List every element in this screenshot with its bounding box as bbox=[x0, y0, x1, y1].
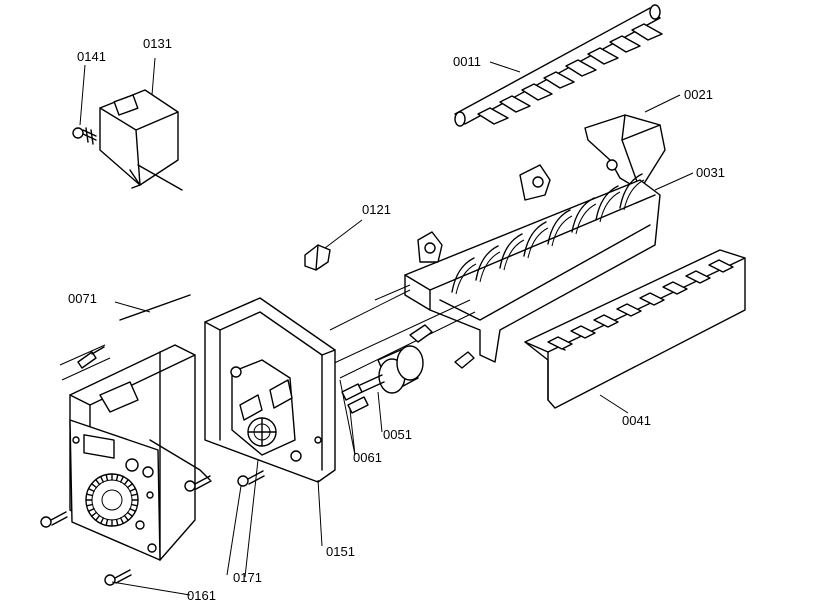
part-0041-stripper bbox=[524, 249, 746, 409]
ejector-fin bbox=[609, 35, 641, 53]
ejector-fin bbox=[499, 95, 531, 113]
ejector-fin bbox=[631, 23, 663, 41]
gear-tooth bbox=[120, 475, 124, 483]
mold-cavity-edge bbox=[551, 215, 573, 247]
mold-cavity bbox=[499, 233, 523, 269]
gear-tooth bbox=[126, 483, 133, 489]
mold-cavity-edge bbox=[479, 251, 501, 283]
ejector-fin bbox=[543, 71, 575, 89]
label-0131: 0131 bbox=[143, 36, 172, 51]
gear-tooth bbox=[130, 503, 138, 507]
mold-cavity-edge bbox=[599, 191, 621, 223]
label-0121: 0121 bbox=[362, 202, 391, 217]
assembly-axis-lines bbox=[329, 284, 476, 379]
screw-0071 bbox=[77, 346, 105, 369]
gear-tooth bbox=[105, 474, 109, 482]
part-0121-clip bbox=[304, 244, 331, 271]
gear-tooth bbox=[95, 479, 101, 486]
gear-tooth bbox=[105, 518, 109, 526]
mold-cavity bbox=[475, 245, 499, 281]
control-module-face bbox=[69, 381, 161, 561]
label-0161: 0161 bbox=[187, 588, 216, 603]
ejector-fin bbox=[521, 83, 553, 101]
stripper-tooth bbox=[708, 259, 734, 273]
label-0011: 0011 bbox=[453, 54, 481, 69]
stripper-tooth bbox=[662, 281, 688, 295]
gear-tooth bbox=[95, 514, 101, 521]
ejector-fin bbox=[477, 107, 509, 125]
stripper-tooth bbox=[593, 314, 619, 328]
gear-tooth bbox=[129, 488, 137, 492]
mold-cavity-edge bbox=[623, 179, 645, 211]
gear-tooth bbox=[86, 503, 94, 507]
part-0011-ejector bbox=[454, 4, 663, 127]
gear-tooth bbox=[130, 493, 138, 497]
label-0151: 0151 bbox=[326, 544, 355, 559]
gear-tooth bbox=[87, 508, 95, 512]
screw-left bbox=[40, 511, 68, 528]
ejector-fin bbox=[565, 59, 597, 77]
label-0061: 0061 bbox=[353, 450, 382, 465]
mold-cavity bbox=[451, 257, 475, 293]
screw-mid bbox=[184, 475, 212, 492]
stripper-tooth bbox=[616, 303, 642, 317]
mold-cavity bbox=[523, 221, 547, 257]
part-0171-screw bbox=[237, 470, 265, 487]
mold-cavity bbox=[547, 209, 571, 245]
gear-tooth bbox=[129, 508, 137, 512]
part-0031-mold bbox=[404, 164, 661, 363]
leader-lines bbox=[79, 57, 694, 596]
mold-cavity bbox=[619, 173, 643, 209]
part-0141-screw bbox=[72, 127, 97, 145]
mold-cavity bbox=[595, 185, 619, 221]
part-0021-bracket bbox=[584, 114, 666, 191]
gear-tooth bbox=[86, 493, 94, 497]
stripper-tooth bbox=[685, 270, 711, 284]
mold-cavity-edge bbox=[527, 227, 549, 259]
label-0021: 0021 bbox=[684, 87, 713, 102]
gear-tooth bbox=[91, 511, 98, 517]
ejector-fin bbox=[587, 47, 619, 65]
mold-cavity-edge bbox=[503, 239, 525, 271]
stripper-tooth bbox=[570, 325, 596, 339]
stripper-tooth bbox=[547, 336, 573, 350]
part-0151-housing bbox=[204, 297, 336, 483]
label-0141: 0141 bbox=[77, 49, 106, 64]
gear-tooth bbox=[115, 474, 119, 482]
gear-tooth bbox=[100, 517, 104, 525]
mold-cavity-edge bbox=[575, 203, 597, 235]
gear-tooth bbox=[120, 517, 124, 525]
stripper-tooth bbox=[639, 292, 665, 306]
gear-tooth bbox=[126, 511, 133, 517]
label-0071: 0071 bbox=[68, 291, 97, 306]
gear-tooth bbox=[87, 488, 95, 492]
gear-tooth bbox=[100, 475, 104, 483]
part-0051-motor bbox=[359, 324, 475, 394]
part-labels: 0011 0021 0031 0041 0051 0061 0071 0121 … bbox=[68, 36, 725, 603]
gear-tooth bbox=[123, 479, 129, 486]
gear-tooth bbox=[91, 483, 98, 489]
mold-cavity bbox=[571, 197, 595, 233]
label-0041: 0041 bbox=[622, 413, 651, 428]
mold-cavity-edge bbox=[455, 263, 477, 295]
part-0061-pins bbox=[341, 383, 369, 414]
gear-tooth bbox=[123, 514, 129, 521]
label-0031: 0031 bbox=[696, 165, 725, 180]
label-0051: 0051 bbox=[383, 427, 412, 442]
label-0171: 0171 bbox=[233, 570, 262, 585]
part-0131-cover bbox=[99, 89, 183, 191]
gear-tooth bbox=[115, 518, 119, 526]
